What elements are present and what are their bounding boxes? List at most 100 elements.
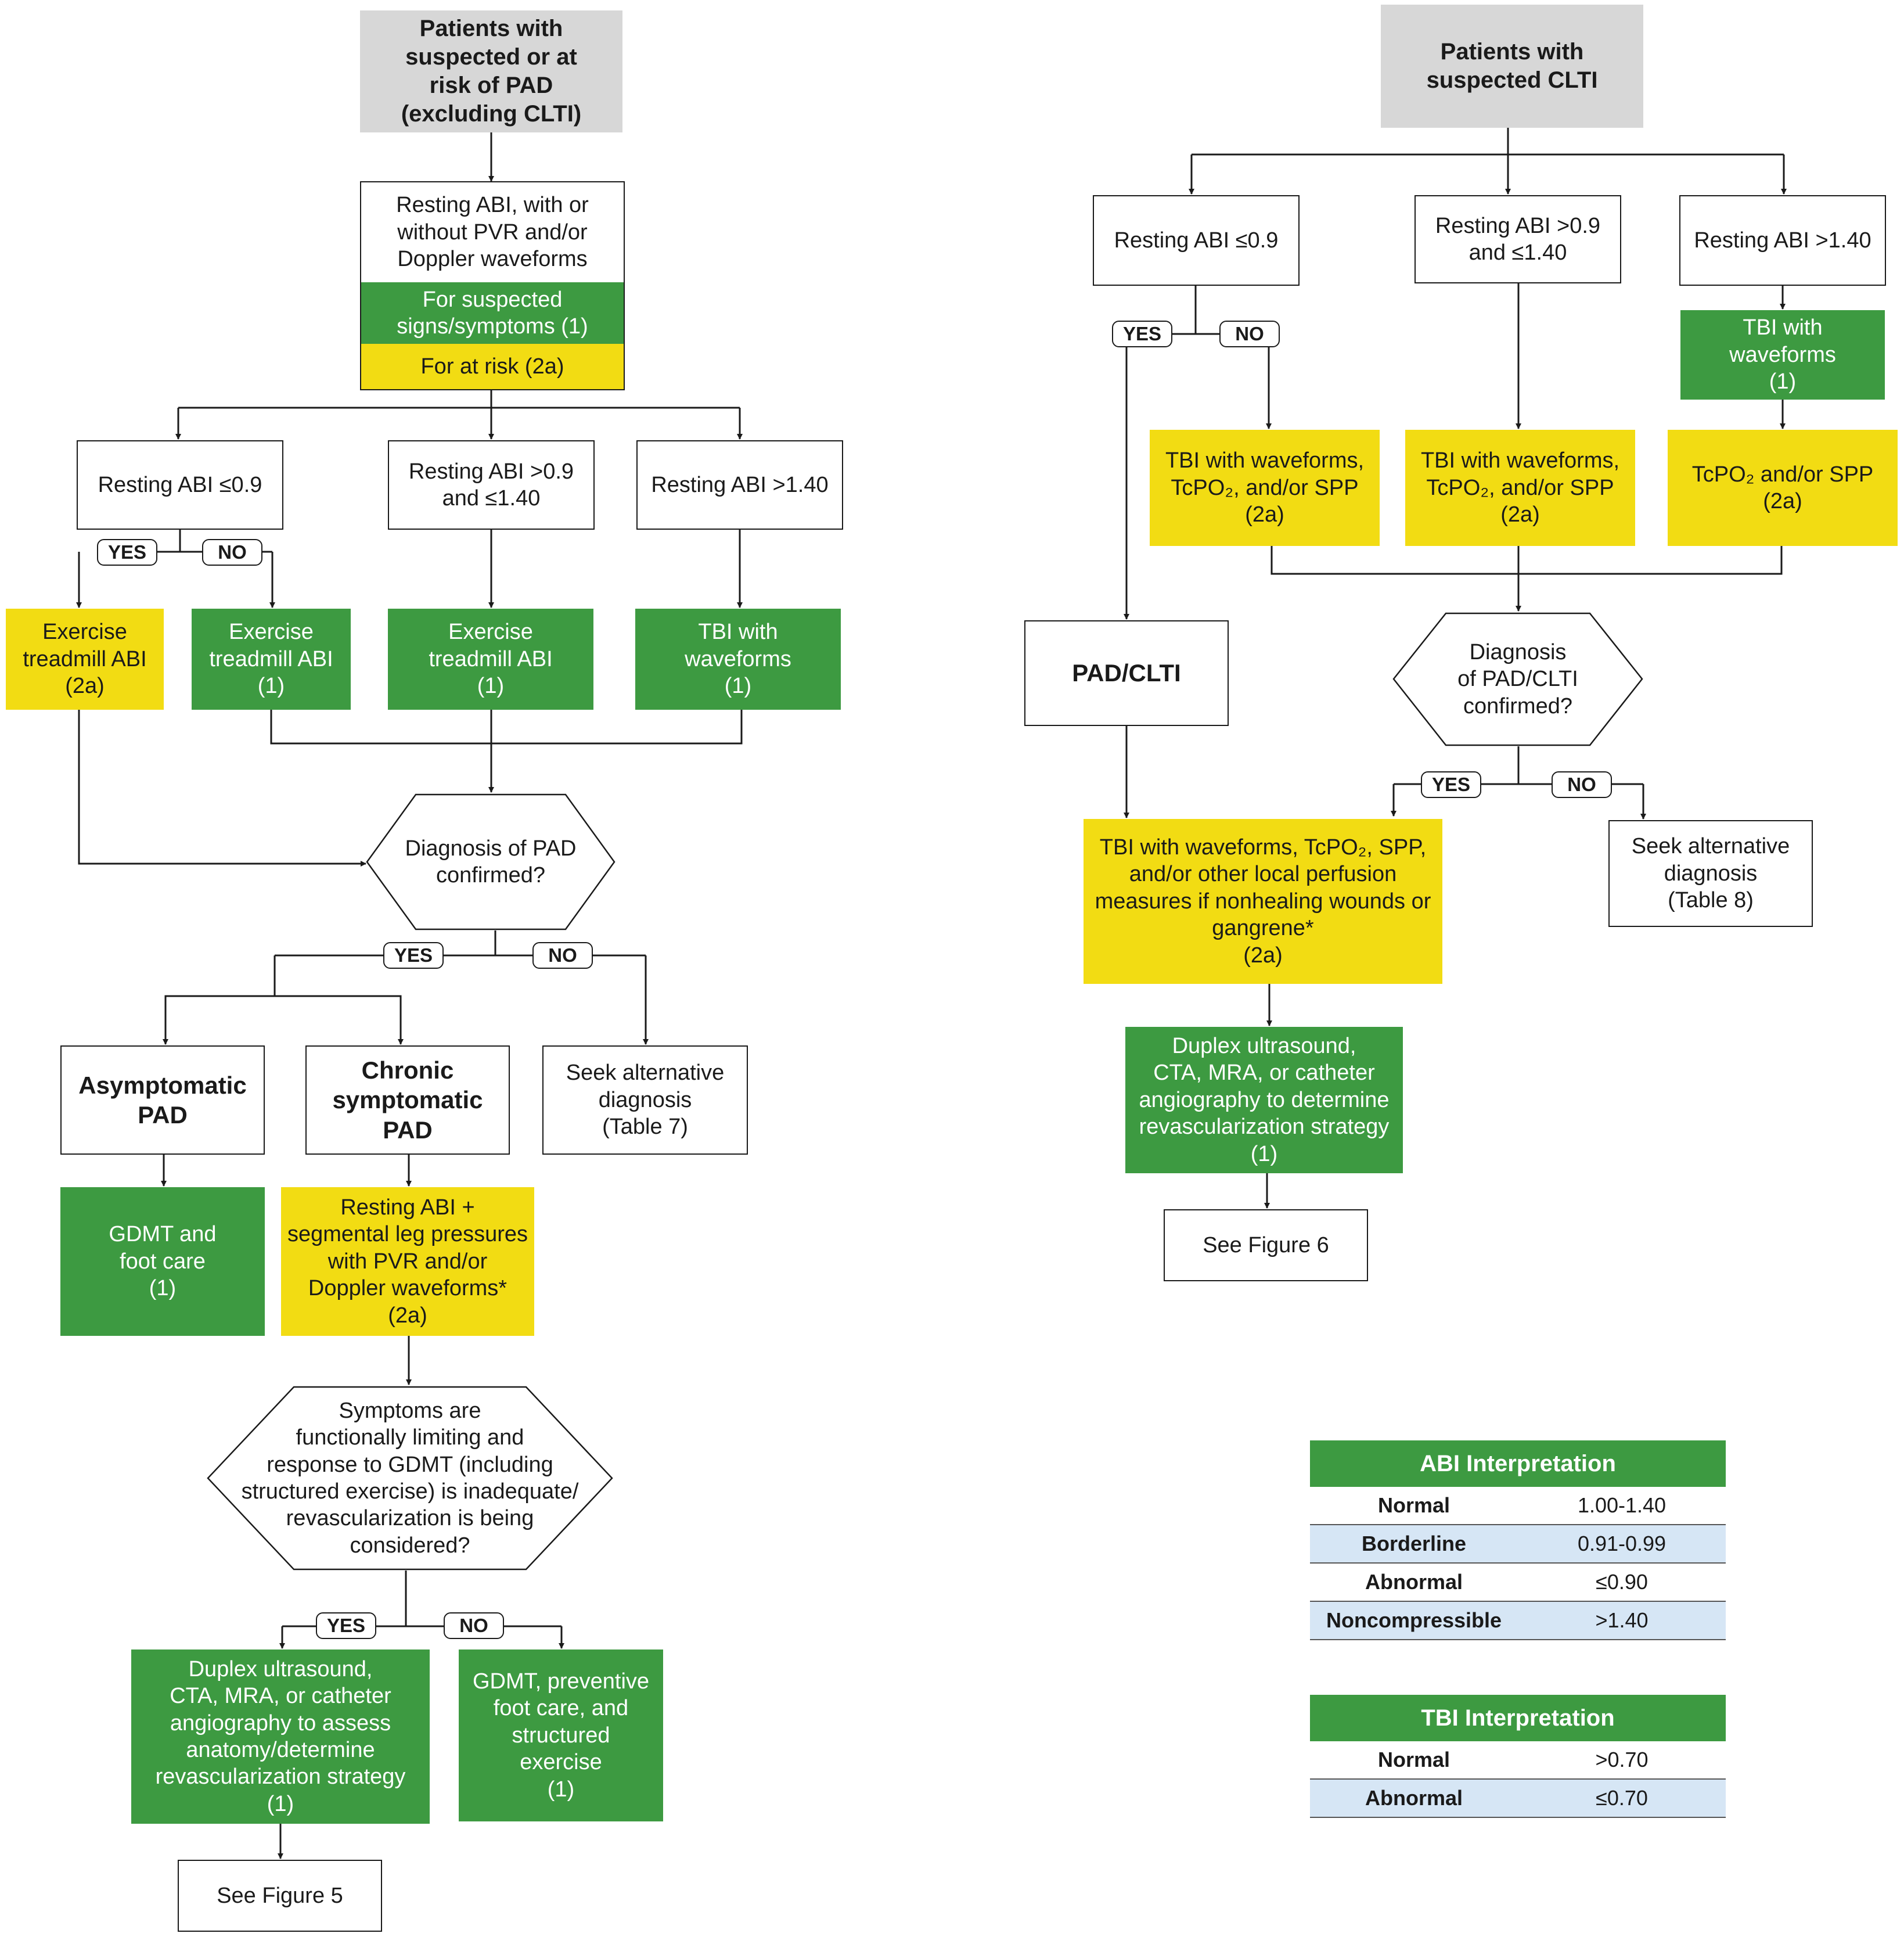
duplex-assess-anatomy-box: Duplex ultrasound, CTA, MRA, or catheter… [131,1649,430,1824]
duplex-strategy-box: Duplex ultrasound, CTA, MRA, or catheter… [1125,1027,1403,1173]
tbi-tcpo2-spp-mid-label: TBI with waveforms, TcPO₂, and/or SPP (2… [1420,448,1620,527]
row-label: Normal [1377,1748,1451,1771]
tbi-tcpo2-spp-no-box: TBI with waveforms, TcPO₂, and/or SPP (2… [1150,430,1380,546]
see-figure-5-label: See Figure 5 [217,1883,343,1908]
seek-alt-diagnosis-table8-label: Seek alternative diagnosis (Table 8) [1631,834,1790,913]
start-suspected-pad: Patients with suspected or at risk of PA… [360,10,622,132]
resting-abi-test-box: Resting ABI, with or without PVR and/or … [360,181,625,390]
local-perfusion-box: TBI with waveforms, TcPO₂, SPP, and/or o… [1084,819,1442,984]
yes-label: YES [1122,323,1162,344]
left-abi-high-label: Resting ABI >1.40 [651,472,829,497]
local-perfusion-label: TBI with waveforms, TcPO₂, SPP, and/or o… [1095,835,1431,968]
pad-diagnosis-yes-pill: YES [383,942,444,969]
pad-diagnosis-question: Diagnosis of PAD confirmed? [405,836,577,887]
left-abi-yes-pill: YES [97,539,157,566]
exercise-abi-no-label: Exercise treadmill ABI (1) [209,620,333,699]
tbi-tcpo2-spp-mid-box: TBI with waveforms, TcPO₂, and/or SPP (2… [1405,430,1635,546]
abi-table-title: ABI Interpretation [1310,1440,1726,1487]
start-suspected-clti-label: Patients with suspected CLTI [1426,39,1598,93]
yes-label: YES [107,541,147,563]
seek-alt-diagnosis-table8-box: Seek alternative diagnosis (Table 8) [1608,820,1813,927]
no-label: NO [459,1615,488,1636]
tbi-waveforms-label: TBI with waveforms (1) [685,620,791,699]
yes-label: YES [326,1615,366,1636]
pad-diagnosis-decision: Diagnosis of PAD confirmed? [366,793,616,930]
right-abi-no-pill: NO [1219,321,1280,347]
tcpo2-spp-label: TcPO₂ and/or SPP (2a) [1691,462,1874,513]
exercise-abi-yes-box: Exercise treadmill ABI (2a) [6,609,164,710]
row-label: Noncompressible [1326,1608,1502,1632]
tbi-tcpo2-spp-no-label: TBI with waveforms, TcPO₂, and/or SPP (2… [1165,448,1365,527]
right-abi-high-label: Resting ABI >1.40 [1694,228,1871,253]
gdmt-preventive-label: GDMT, preventive foot care, and structur… [472,1669,650,1802]
table-row: Noncompressible >1.40 [1310,1602,1726,1640]
left-abi-low-box: Resting ABI ≤0.9 [77,440,283,530]
right-tbi-waveforms-label: TBI with waveforms (1) [1729,315,1836,394]
pad-diagnosis-no-pill: NO [532,942,593,969]
left-abi-no-pill: NO [202,539,262,566]
exercise-abi-no-box: Exercise treadmill ABI (1) [192,609,351,710]
gdmt-preventive-box: GDMT, preventive foot care, and structur… [459,1649,663,1821]
right-abi-yes-pill: YES [1112,321,1172,347]
exercise-abi-mid-label: Exercise treadmill ABI (1) [429,620,553,699]
tcpo2-spp-box: TcPO₂ and/or SPP (2a) [1668,430,1898,546]
row-value: 1.00-1.40 [1577,1493,1667,1517]
seek-alt-diagnosis-table7-box: Seek alternative diagnosis (Table 7) [542,1045,748,1155]
resting-abi-test-label: Resting ABI, with or without PVR and/or … [361,182,624,282]
tbi-waveforms-box: TBI with waveforms (1) [635,609,841,710]
symptoms-no-pill: NO [444,1612,504,1639]
chronic-symptomatic-pad-label: Chronic symptomatic PAD [332,1056,483,1144]
symptoms-limiting-question: Symptoms are functionally limiting and r… [241,1398,579,1558]
clti-diagnosis-question: Diagnosis of PAD/CLTI confirmed? [1457,639,1578,718]
resting-abi-segmental-label: Resting ABI + segmental leg pressures wi… [287,1195,528,1328]
abi-interpretation-table: ABI Interpretation Normal 1.00-1.40 Bord… [1310,1440,1726,1640]
table-row: Normal >0.70 [1310,1741,1726,1780]
no-label: NO [1567,774,1596,795]
asymptomatic-pad-box: Asymptomatic PAD [60,1045,265,1155]
at-risk-class: For at risk (2a) [361,344,624,389]
table-row: Abnormal ≤0.90 [1310,1564,1726,1602]
row-label: Borderline [1361,1532,1467,1555]
right-tbi-waveforms-box: TBI with waveforms (1) [1680,310,1885,400]
see-figure-6-box[interactable]: See Figure 6 [1164,1209,1368,1281]
row-value: >0.70 [1595,1748,1649,1771]
left-abi-high-box: Resting ABI >1.40 [636,440,843,530]
resting-abi-segmental-box: Resting ABI + segmental leg pressures wi… [281,1187,534,1336]
clti-diagnosis-no-pill: NO [1552,771,1612,798]
duplex-assess-anatomy-label: Duplex ultrasound, CTA, MRA, or catheter… [155,1656,406,1816]
no-label: NO [548,944,577,966]
row-value: ≤0.70 [1596,1786,1648,1810]
table-row: Borderline 0.91-0.99 [1310,1525,1726,1564]
row-label: Normal [1377,1493,1451,1517]
see-figure-6-label: See Figure 6 [1203,1232,1329,1257]
clti-diagnosis-decision: Diagnosis of PAD/CLTI confirmed? [1392,612,1643,746]
no-label: NO [218,541,247,563]
asymptomatic-pad-label: Asymptomatic PAD [78,1071,247,1129]
symptoms-limiting-decision: Symptoms are functionally limiting and r… [207,1386,613,1571]
right-abi-high-box: Resting ABI >1.40 [1679,195,1886,286]
row-value: >1.40 [1595,1608,1649,1632]
right-abi-mid-label: Resting ABI >0.9 and ≤1.40 [1435,213,1601,265]
clti-diagnosis-yes-pill: YES [1421,771,1481,798]
duplex-strategy-label: Duplex ultrasound, CTA, MRA, or catheter… [1139,1034,1390,1166]
row-value: 0.91-0.99 [1577,1532,1667,1555]
pad-clti-box: PAD/CLTI [1024,620,1229,726]
row-label: Abnormal [1365,1786,1463,1810]
left-abi-low-label: Resting ABI ≤0.9 [98,472,262,497]
left-abi-mid-label: Resting ABI >0.9 and ≤1.40 [408,459,574,511]
exercise-abi-yes-label: Exercise treadmill ABI (2a) [23,620,147,699]
symptoms-yes-pill: YES [316,1612,376,1639]
gdmt-foot-care-box: GDMT and foot care (1) [60,1187,265,1336]
exercise-abi-mid-box: Exercise treadmill ABI (1) [388,609,593,710]
see-figure-5-box[interactable]: See Figure 5 [178,1860,382,1932]
gdmt-foot-care-label: GDMT and foot care (1) [109,1222,217,1301]
right-abi-mid-box: Resting ABI >0.9 and ≤1.40 [1414,195,1621,283]
right-abi-low-box: Resting ABI ≤0.9 [1093,195,1300,286]
yes-label: YES [394,944,433,966]
suspected-symptoms-class: For suspected signs/symptoms (1) [361,282,624,344]
tbi-interpretation-table: TBI Interpretation Normal >0.70 Abnormal… [1310,1695,1726,1818]
yes-label: YES [1431,774,1471,795]
row-value: ≤0.90 [1596,1570,1648,1594]
row-label: Abnormal [1365,1570,1463,1594]
